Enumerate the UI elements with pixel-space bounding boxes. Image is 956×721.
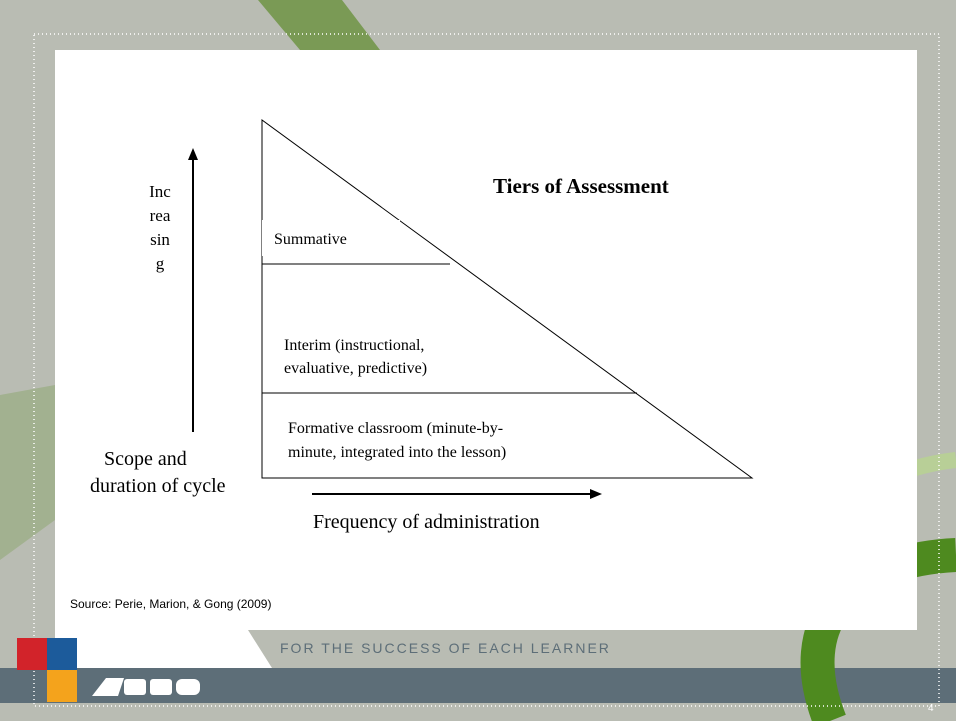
vertical-word-line: sin: [150, 230, 170, 249]
tier-formative-line: minute, integrated into the lesson): [288, 444, 507, 461]
source-citation: Source: Perie, Marion, & Gong (2009): [70, 597, 272, 611]
diagram-title: Tiers of Assessment: [493, 174, 669, 198]
footer-tagline: FOR THE SUCCESS OF EACH LEARNER: [280, 640, 611, 656]
vertical-word-line: Inc: [149, 182, 171, 201]
vertical-word: Inc rea sin g: [140, 180, 180, 276]
summative-label-box: [262, 220, 400, 256]
left-green-shape: [0, 385, 55, 560]
logo-square-red: [17, 638, 47, 670]
horizontal-axis-label: Frequency of administration: [313, 511, 540, 533]
vertical-arrowhead-icon: [188, 148, 198, 160]
tier-interim-line: Interim (instructional,: [284, 337, 425, 354]
ascd-logo: [88, 676, 218, 698]
page-number: 4: [928, 703, 934, 714]
dotted-frame: [33, 33, 940, 707]
ascd-logo-glyph: [92, 678, 200, 696]
tier-formative-label: Formative classroom (minute-by- minute, …: [288, 417, 506, 465]
tier-summative-label: Summative: [274, 229, 347, 251]
logo-square-blue: [47, 638, 77, 670]
content-panel: [55, 50, 917, 630]
vertical-word-line: g: [155, 254, 165, 273]
tier-interim-line: evaluative, predictive): [284, 360, 428, 377]
tier-summative-line: Summative: [274, 231, 347, 248]
tier-formative-line: Formative classroom (minute-by-: [288, 420, 504, 437]
horizontal-arrowhead-icon: [590, 489, 602, 499]
vertical-axis-label-line: Scope and: [104, 448, 187, 470]
assessment-triangle: [261, 119, 754, 479]
top-green-stripe: [258, 0, 380, 50]
logo-square-orange: [47, 670, 77, 702]
tier-interim-label: Interim (instructional, evaluative, pred…: [284, 334, 427, 380]
vertical-axis-label: Scope and duration of cycle: [90, 446, 300, 500]
footer-white-tab: [55, 630, 272, 668]
vertical-axis-label-line: duration of cycle: [90, 475, 226, 497]
vertical-word-line: rea: [149, 206, 171, 225]
